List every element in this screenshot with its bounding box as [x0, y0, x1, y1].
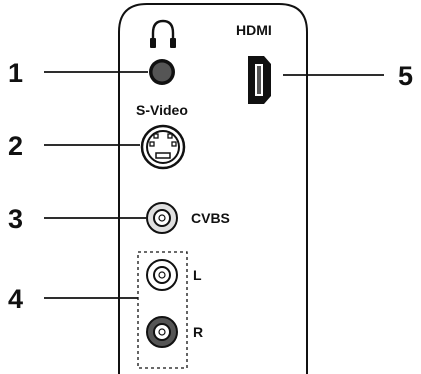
svideo-label: S-Video — [136, 102, 188, 118]
hdmi-port — [248, 56, 271, 104]
cvbs-port — [146, 202, 178, 234]
audio-right-port — [146, 316, 178, 348]
callout-5: 5 — [398, 61, 413, 91]
leader-lines — [44, 71, 384, 299]
audio-group-box — [137, 251, 188, 369]
hdmi-label: HDMI — [236, 22, 272, 38]
headphone-icon — [150, 19, 176, 48]
callout-2: 2 — [8, 131, 23, 161]
callout-4: 4 — [8, 284, 23, 314]
callout-1: 1 — [8, 58, 23, 88]
svideo-port — [140, 124, 186, 170]
audio-left-port — [146, 259, 178, 291]
callout-3: 3 — [8, 204, 23, 234]
cvbs-label: CVBS — [191, 210, 230, 226]
audio-left-label: L — [193, 267, 202, 283]
audio-right-label: R — [193, 324, 203, 340]
panel-outline — [118, 3, 308, 374]
headphone-jack — [149, 59, 175, 85]
